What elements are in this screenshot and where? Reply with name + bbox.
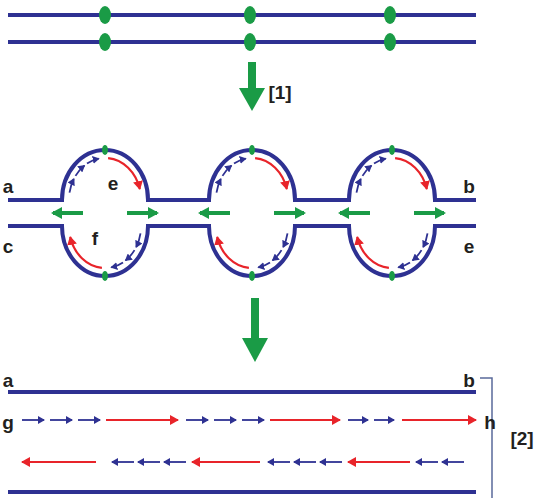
origin-dots bbox=[99, 6, 396, 51]
parental-duplex bbox=[8, 6, 476, 51]
step-arrow bbox=[239, 62, 265, 111]
strand-end-label: g bbox=[2, 413, 14, 432]
parental-strand bbox=[8, 40, 476, 44]
strand-end-label: c bbox=[3, 237, 14, 256]
parental-strand bbox=[8, 490, 476, 494]
parental-strand bbox=[8, 150, 476, 200]
step-arrow bbox=[242, 298, 268, 362]
bubble-daughter-strands bbox=[340, 145, 444, 281]
strand-end-label: a bbox=[3, 371, 14, 390]
strand-label: e bbox=[108, 174, 119, 193]
parental-strand bbox=[8, 226, 476, 276]
strand-end-label: b bbox=[463, 371, 475, 390]
replication-bubbles bbox=[8, 145, 476, 281]
bubble-daughter-strands bbox=[53, 145, 157, 281]
parental-strand bbox=[8, 390, 476, 394]
leading-strand bbox=[22, 420, 476, 462]
strand-end-label: h bbox=[484, 413, 496, 432]
parental-strand bbox=[8, 13, 476, 17]
strand-end-label: a bbox=[3, 177, 14, 196]
bracket bbox=[480, 378, 492, 498]
okazaki-fragments bbox=[22, 420, 464, 462]
step-number: [1] bbox=[268, 83, 291, 102]
strand-label: f bbox=[92, 229, 98, 248]
bubble-daughter-strands bbox=[200, 145, 304, 281]
step-number: [2] bbox=[510, 429, 533, 448]
strand-end-label: b bbox=[463, 177, 475, 196]
strand-end-label: e bbox=[464, 237, 475, 256]
daughter-duplexes bbox=[8, 378, 492, 498]
